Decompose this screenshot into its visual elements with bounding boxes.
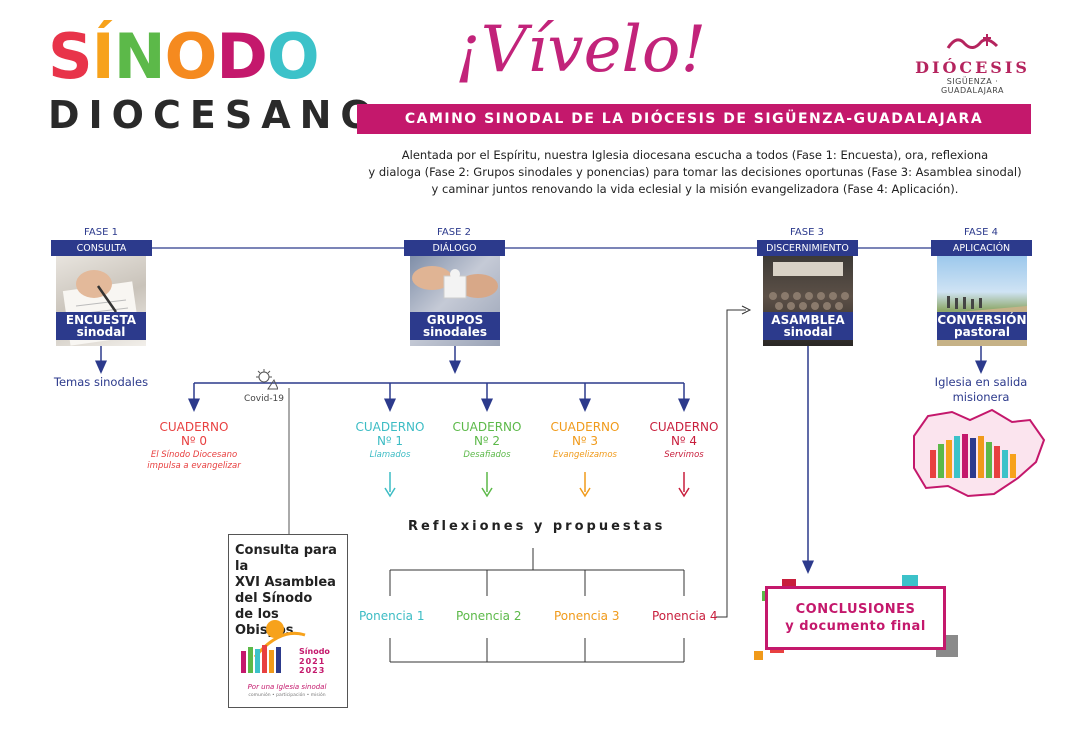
phase-4-number: FASE 4	[964, 227, 998, 238]
cuaderno-2-title: CUADERNO	[452, 420, 522, 434]
poster-years-1: 2021	[299, 657, 326, 666]
cuaderno-3-subtitle: Evangelizamos	[553, 450, 617, 460]
logo-word: S Í N O D O	[48, 20, 320, 93]
diocesis-emblem-icon	[946, 34, 998, 49]
phase-4-caption-main: CONVERSIÓN	[937, 313, 1027, 327]
ponencia-3: Ponencia 3	[554, 609, 620, 623]
phase-2-caption-main: GRUPOS	[426, 313, 484, 327]
logo-letter: O	[164, 20, 218, 93]
poster-years-2: 2023	[299, 666, 326, 675]
phase-1-caption-main: ENCUESTA	[65, 313, 137, 327]
phase-3-caption-sub: sinodal	[783, 325, 833, 339]
cuaderno-4: CUADERNO Nº 4 Servimos	[639, 420, 729, 461]
phase-2-caption: GRUPOS sinodales	[410, 312, 500, 340]
cuaderno-3-number: Nº 3	[571, 434, 599, 448]
phase-2-caption-sub: sinodales	[422, 325, 488, 339]
logo-letter: S	[48, 20, 93, 93]
intro-line: Alentada por el Espíritu, nuestra Iglesi…	[401, 148, 989, 162]
phase-2-tab: DIÁLOGO	[404, 240, 505, 256]
virus-icon	[256, 369, 279, 390]
phase-1-number: FASE 1	[84, 227, 118, 238]
conclusiones-subtitle: y documento final	[785, 619, 926, 634]
poster-motto: Por una Iglesia sinodal	[247, 683, 327, 691]
consulta-obispos-box: Consulta para la XVI Asamblea del Sínodo…	[228, 534, 348, 708]
cuaderno-0-number: Nº 0	[180, 434, 208, 448]
cuaderno-0: CUADERNO Nº 0 El Sínodo Diocesano impuls…	[134, 420, 254, 472]
phase-1-tab: CONSULTA	[51, 240, 152, 256]
cuaderno-1: CUADERNO Nº 1 Llamados	[345, 420, 435, 461]
conclusiones-box: CONCLUSIONES y documento final	[765, 586, 946, 650]
title-banner: CAMINO SINODAL DE LA DIÓCESIS DE SIGÜENZ…	[357, 104, 1031, 134]
phase-2-number: FASE 2	[437, 227, 471, 238]
poster-title: Sínodo	[299, 647, 330, 656]
phase-3-number: FASE 3	[790, 227, 824, 238]
covid-label: Covid-19	[243, 394, 285, 404]
temas-sinodales: Temas sinodales	[53, 375, 149, 389]
sinodo-poster: Sínodo 2021 2023 Por una Iglesia sinodal…	[235, 617, 339, 703]
phase-3-tab: DISCERNIMIENTO	[757, 240, 858, 256]
cuaderno-0-title: CUADERNO	[159, 420, 229, 434]
diocesis-name: DIÓCESIS	[915, 58, 1030, 77]
consulta-line: XVI Asamblea	[235, 575, 336, 590]
diocese-map	[908, 406, 1050, 502]
cuaderno-4-title: CUADERNO	[649, 420, 719, 434]
vivelo-title: ¡Vívelo!	[455, 13, 707, 87]
deco-square	[754, 651, 763, 660]
phase-4-caption: CONVERSIÓN pastoral	[937, 312, 1027, 340]
phase-3-caption: ASAMBLEA sinodal	[763, 312, 853, 340]
cuaderno-2-number: Nº 2	[473, 434, 501, 448]
ponencia-4: Ponencia 4	[652, 609, 718, 623]
phase-4-tab: APLICACIÓN	[931, 240, 1032, 256]
covid-marker: Covid-19	[238, 368, 290, 404]
phase-3-caption-main: ASAMBLEA	[771, 313, 845, 327]
logo-letter: N	[113, 20, 166, 93]
cuaderno-4-subtitle: Servimos	[664, 450, 704, 460]
intro-line: y dialoga (Fase 2: Grupos sinodales y po…	[368, 165, 1022, 179]
cuaderno-0-subtitle: El Sínodo Diocesano	[150, 450, 238, 460]
cuaderno-1-title: CUADERNO	[355, 420, 425, 434]
cuaderno-4-number: Nº 4	[670, 434, 698, 448]
cuaderno-2-subtitle: Desafiados	[463, 450, 511, 460]
cuaderno-3: CUADERNO Nº 3 Evangelizamos	[540, 420, 630, 461]
phase-3-photo: ASAMBLEA sinodal	[763, 256, 853, 346]
phase-1-caption: ENCUESTA sinodal	[56, 312, 146, 340]
logo-letter: D	[216, 20, 267, 93]
logo-letter: Í	[91, 20, 115, 93]
logo-sinodo: S Í N O D O DIOCESANO	[48, 20, 373, 136]
cuaderno-1-subtitle: Llamados	[369, 450, 411, 460]
consulta-line: Consulta para la	[235, 543, 337, 574]
conclusiones-title: CONCLUSIONES	[795, 602, 916, 617]
intro-line: y caminar juntos renovando la vida ecles…	[431, 182, 959, 196]
intro-text: Alentada por el Espíritu, nuestra Iglesi…	[360, 147, 1030, 198]
salida-line: misionera	[952, 390, 1010, 404]
poster-motto-2: comunión • participación • misión	[248, 693, 326, 698]
salida-line: Iglesia en salida	[934, 375, 1028, 389]
iglesia-en-salida: Iglesia en salida misionera	[921, 375, 1041, 405]
assembly-crowd-icon	[769, 262, 849, 310]
diocese-map-icon	[913, 408, 1046, 498]
phase-1-caption-sub: sinodal	[76, 325, 126, 339]
cuaderno-1-number: Nº 1	[376, 434, 404, 448]
reflexiones-heading: Reflexiones y propuestas	[408, 519, 666, 534]
consulta-line: del Sínodo	[235, 591, 313, 606]
ponencia-1: Ponencia 1	[359, 609, 425, 623]
consulta-title: Consulta para la XVI Asamblea del Sínodo…	[229, 535, 347, 639]
logo-letter: O	[266, 20, 320, 93]
phase-4-caption-sub: pastoral	[954, 325, 1010, 339]
diocesis-place: SIGÜENZA · GUADALAJARA	[940, 77, 1005, 95]
phase-4-photo: CONVERSIÓN pastoral	[937, 256, 1027, 346]
cuaderno-2: CUADERNO Nº 2 Desafiados	[442, 420, 532, 461]
phase-1-photo: ENCUESTA sinodal	[56, 256, 146, 346]
phase-2-photo: GRUPOS sinodales	[410, 256, 500, 346]
cuaderno-0-subtitle-2: impulsa a evangelizar	[147, 461, 241, 471]
sinodo-poster-art-icon	[241, 620, 306, 673]
diocesis-logo: DIÓCESIS SIGÜENZA · GUADALAJARA	[915, 32, 1030, 95]
ponencia-2: Ponencia 2	[456, 609, 522, 623]
cuaderno-3-title: CUADERNO	[550, 420, 620, 434]
puzzle-hands-icon	[412, 266, 498, 299]
